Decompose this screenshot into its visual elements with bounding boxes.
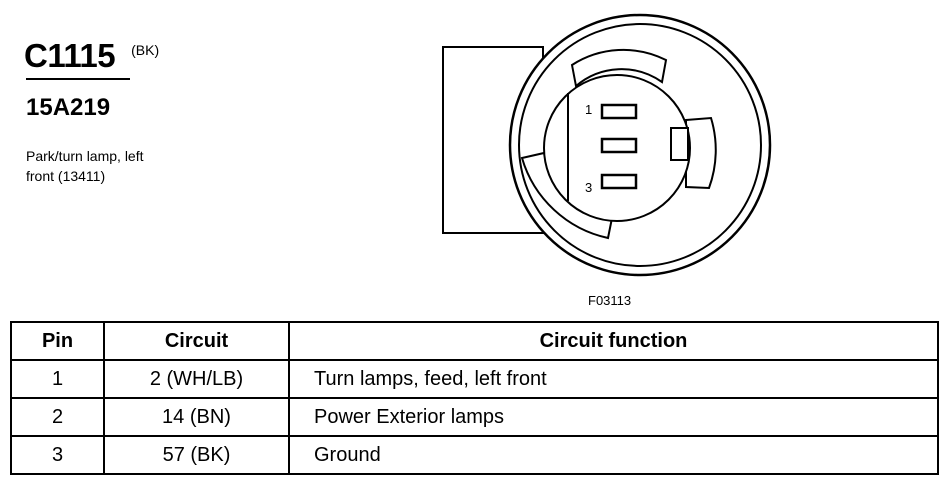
cell-circuit: 57 (BK) (103, 435, 290, 475)
top-key-tab (570, 48, 668, 88)
connector-id: C1115 (24, 37, 116, 74)
right-key-tab (685, 116, 717, 190)
connector-face-diagram: 1 3 (442, 13, 772, 277)
description-line-2: front (13411) (26, 168, 106, 184)
pin-slot-1 (600, 103, 638, 120)
cell-function: Power Exterior lamps (288, 397, 939, 437)
pin-slot-2 (600, 137, 638, 154)
cell-pin: 3 (10, 435, 105, 475)
cell-circuit: 2 (WH/LB) (103, 359, 290, 399)
cell-function: Ground (288, 435, 939, 475)
table-header-row: Pin Circuit Circuit function (10, 321, 939, 361)
header-function: Circuit function (288, 321, 939, 361)
description-line-1: Park/turn lamp, left (26, 148, 144, 164)
connector-id-line: C1115 (BK) (24, 38, 159, 74)
part-number: 15A219 (26, 94, 111, 121)
connector-id-underline (26, 78, 130, 80)
cell-function: Turn lamps, feed, left front (288, 359, 939, 399)
pin-label-3: 3 (585, 180, 592, 195)
pin-slot-3 (600, 173, 638, 190)
pinout-table: Pin Circuit Circuit function 1 2 (WH/LB)… (10, 321, 939, 475)
pin-label-1: 1 (585, 102, 592, 117)
cell-pin: 2 (10, 397, 105, 437)
header-pin: Pin (10, 321, 105, 361)
connector-color-code: (BK) (131, 42, 160, 58)
insert-key-block (670, 127, 689, 161)
header-circuit: Circuit (103, 321, 290, 361)
table-row: 3 57 (BK) Ground (10, 435, 939, 475)
cell-pin: 1 (10, 359, 105, 399)
figure-code: F03113 (588, 293, 632, 308)
table-row: 2 14 (BN) Power Exterior lamps (10, 397, 939, 437)
connector-header: C1115 (BK) 15A219 Park/turn lamp, left f… (24, 38, 159, 185)
cell-circuit: 14 (BN) (103, 397, 290, 437)
table-row: 1 2 (WH/LB) Turn lamps, feed, left front (10, 359, 939, 399)
connector-description: Park/turn lamp, left front (13411) (26, 146, 226, 186)
